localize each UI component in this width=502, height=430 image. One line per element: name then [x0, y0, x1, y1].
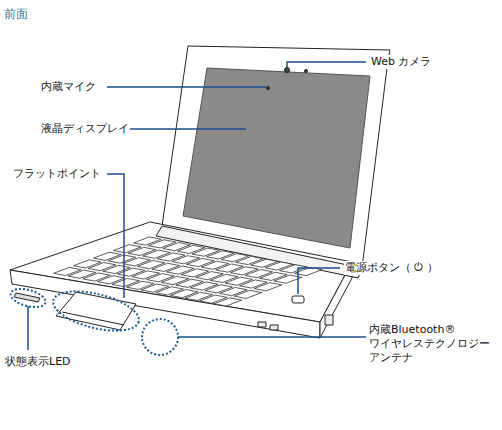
callout-rings: [9, 284, 178, 355]
leader-line: [178, 336, 366, 338]
leader-line: [107, 174, 124, 298]
leader-line: [107, 86, 266, 88]
leader-line: [27, 306, 29, 350]
part-label: 内蔵Bluetooth® ワイヤレステクノロジー アンテナ: [368, 323, 498, 364]
page-heading: 前面: [4, 6, 28, 23]
webcam: [285, 68, 290, 73]
part-label: Web カメラ: [370, 55, 432, 69]
key: [214, 298, 242, 306]
laptop-body: [10, 46, 390, 338]
microphone: [305, 70, 308, 73]
part-label: 内蔵マイク: [40, 80, 97, 94]
leader-lines: [28, 62, 366, 350]
key: [254, 283, 282, 291]
leader-line: [126, 128, 246, 130]
base-front: [10, 270, 320, 338]
hinge: [156, 226, 362, 278]
key: [234, 290, 262, 298]
power-button: [292, 296, 304, 303]
leader-line: [298, 268, 340, 294]
side-port: [325, 315, 333, 325]
status-led: [14, 293, 40, 302]
part-label: 液晶ディスプレイ: [40, 122, 130, 136]
part-label: 電源ボタン（ ⏻ ）: [344, 261, 439, 275]
front-port: [258, 322, 266, 327]
part-label: フラットポイント: [12, 167, 102, 181]
keyboard: [54, 237, 322, 306]
microphone: [267, 87, 270, 90]
part-label: 状態表示LED: [4, 355, 72, 369]
leader-line: [287, 62, 366, 67]
touchpad-button-line: [62, 312, 124, 325]
front-port: [270, 325, 278, 330]
lcd-screen: [183, 68, 370, 248]
bluetooth-ring: [142, 319, 178, 355]
touchpad-ring: [49, 284, 143, 338]
